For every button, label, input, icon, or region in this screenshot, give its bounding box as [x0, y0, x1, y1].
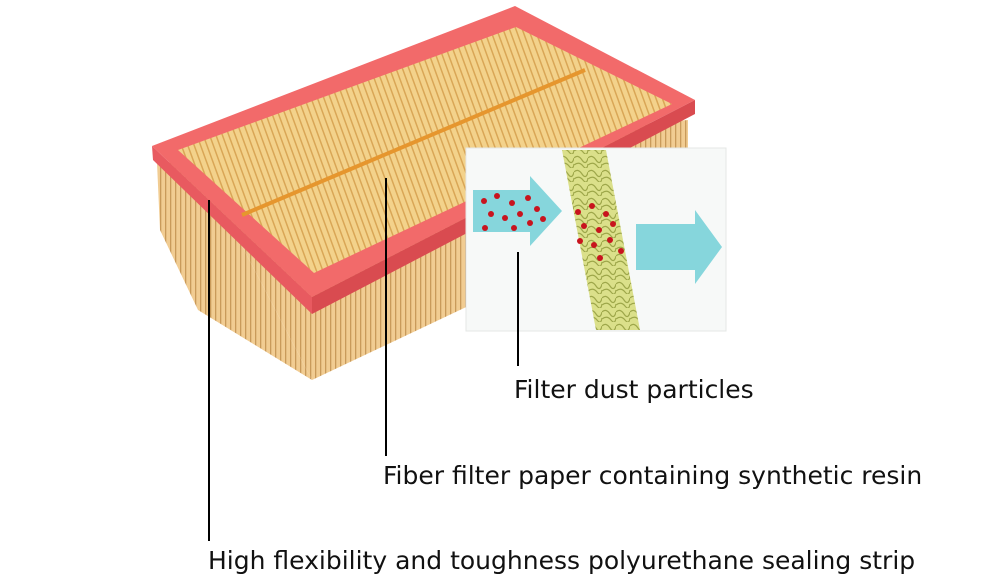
seal-left-edge [152, 146, 312, 314]
label-sealing-strip: High flexibility and toughness polyureth… [208, 546, 916, 575]
filter-side-left [157, 160, 312, 380]
dust-particles-incoming [481, 193, 546, 231]
label-filter-dust-particles: Filter dust particles [514, 375, 754, 404]
dust-particles-trapped [575, 203, 624, 261]
incoming-air-arrow [473, 176, 562, 246]
leader-lines [208, 178, 519, 541]
center-support-strip [241, 68, 586, 217]
outgoing-clean-air-arrow [636, 210, 722, 284]
label-fiber-filter-paper: Fiber filter paper containing synthetic … [383, 461, 923, 490]
fiber-filter-band [562, 150, 640, 330]
filtration-inset [465, 147, 727, 332]
pleated-filter-paper [178, 27, 672, 273]
